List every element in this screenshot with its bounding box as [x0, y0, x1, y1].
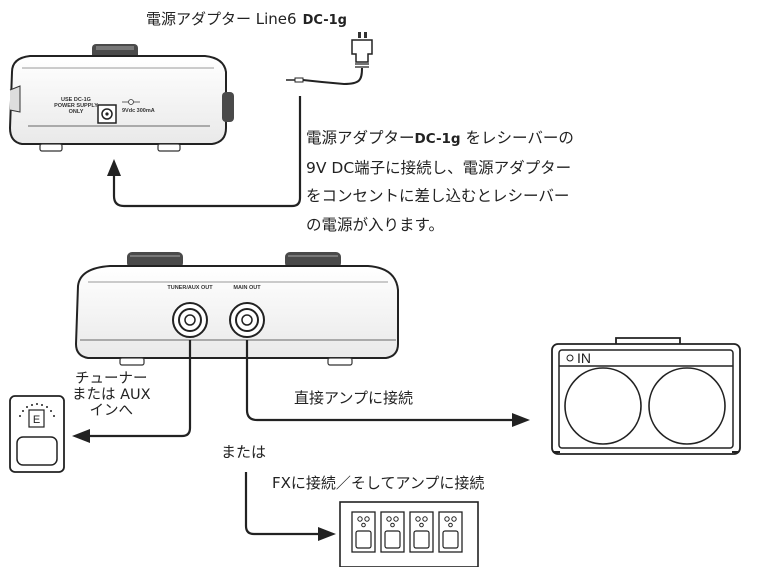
direct-amp-label: 直接アンプに接続 [294, 389, 413, 407]
dc-jack-icon [97, 104, 117, 124]
power-spec-label: 9Vdc 300mA [122, 108, 155, 114]
instruction-model: DC-1g [414, 131, 461, 147]
tuner-aux-out-label: TUNER/AUX OUT [167, 285, 213, 291]
power-connection-line [112, 96, 302, 208]
instruction-line-4: の電源が入ります。 [306, 215, 444, 234]
adapter-title-text: 電源アダプター Line6 [146, 10, 297, 28]
instruction-line-1-pre: 電源アダプター [306, 129, 415, 147]
amp-left-speaker-icon [564, 367, 642, 445]
power-label-line2: POWER SUPPLY [54, 103, 98, 109]
adapter-title: 電源アダプター Line6 DC-1g [146, 8, 347, 29]
fx-pedal-3-icon [409, 511, 434, 553]
power-instructions: 電源アダプターDC-1g をレシーバーの 9V DC端子に接続し、電源アダプター… [306, 124, 574, 239]
or-label: または [221, 443, 267, 461]
tuner-label-line-2: または AUX [72, 387, 151, 403]
tuner-aux-out-jack-icon [172, 302, 208, 338]
main-out-label: MAIN OUT [233, 285, 261, 291]
fx-pedal-1-icon [351, 511, 376, 553]
power-adapter-icon [286, 32, 373, 86]
tuner-pedal-icon: E [9, 395, 65, 473]
tuner-connection-label: チューナー または AUX インへ [72, 371, 151, 419]
receiver-rear-power-view: USE DC-1G POWER SUPPLY ONLY 9Vdc 300mA [8, 44, 234, 152]
power-label-line1: USE DC-1G [61, 97, 91, 103]
tuner-connection-line [90, 340, 192, 438]
direct-amp-connection-line [245, 340, 512, 422]
power-arrow-head-icon [107, 159, 121, 176]
power-label-line3: ONLY [69, 109, 84, 115]
tuner-note-display: E [33, 414, 40, 426]
fx-pedal-2-icon [380, 511, 405, 553]
tuner-arrow-head-icon [72, 429, 90, 443]
tuner-label-line-1: チューナー [75, 371, 148, 387]
guitar-amplifier-icon: IN [551, 337, 741, 455]
fx-pedal-4-icon [438, 511, 463, 553]
effects-pedalboard-icon [339, 501, 479, 568]
fx-connection-line [244, 472, 318, 536]
tuner-footswitch-icon [16, 436, 58, 466]
instruction-line-2: 9V DC端子に接続し、電源アダプター [306, 158, 572, 177]
amp-arrow-head-icon [512, 413, 530, 427]
instruction-line-3: をコンセントに差し込むとレシーバー [306, 187, 570, 205]
amp-input-label: IN [577, 350, 591, 366]
polarity-symbol-icon [122, 99, 140, 105]
fx-arrow-head-icon [318, 527, 336, 541]
adapter-model-label: DC-1g [302, 13, 347, 28]
fx-connection-label: FXに接続／そしてアンプに接続 [272, 474, 485, 492]
receiver-output-view: TUNER/AUX OUT MAIN OUT [74, 252, 399, 366]
instruction-line-1-post: をレシーバーの [460, 129, 574, 147]
tuner-label-line-3: インへ [89, 403, 134, 419]
main-out-jack-icon [229, 302, 265, 338]
instruction-line-1: 電源アダプターDC-1g をレシーバーの [306, 124, 574, 154]
amp-right-speaker-icon [648, 367, 726, 445]
